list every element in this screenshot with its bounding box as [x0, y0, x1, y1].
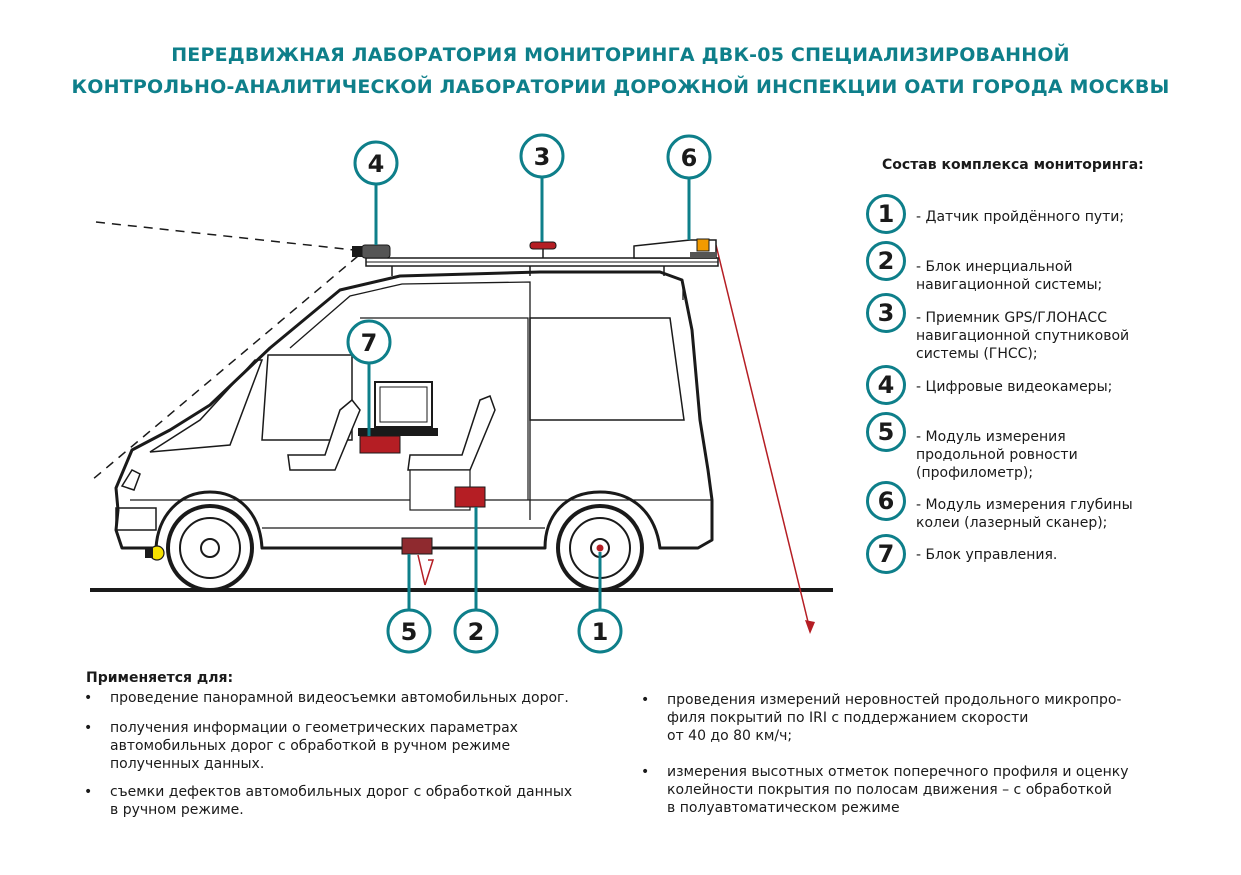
usage-title: Применяется для: — [86, 670, 234, 686]
callout-4: 4 — [353, 140, 399, 186]
control-unit — [359, 435, 401, 454]
callout-6: 6 — [666, 134, 712, 180]
callout-2-label: 2 — [468, 618, 485, 646]
title-line-2: КОНТРОЛЬНО-АНАЛИТИЧЕСКОЙ ЛАБОРАТОРИИ ДОР… — [71, 76, 1170, 98]
camera-lens — [352, 246, 362, 257]
callout-3: 3 — [519, 133, 565, 179]
camera-view-line-bottom — [91, 255, 359, 481]
legend-text: - Модуль измерения глубины колеи (лазерн… — [916, 497, 1133, 531]
legend-text: - Приемник GPS/ГЛОНАСС навигационной спу… — [916, 310, 1130, 362]
callout-7: 7 — [346, 319, 392, 365]
callout-2: 2 — [453, 608, 499, 654]
side-window-rear — [529, 317, 685, 421]
callout-6-label: 6 — [681, 144, 698, 172]
usage-left-item-2: получения информации о геометрических па… — [84, 719, 518, 773]
laser-scan-line — [715, 244, 811, 631]
legend-number: 3 — [866, 293, 906, 333]
sliding-door — [360, 317, 529, 500]
callout-5-label: 5 — [401, 618, 418, 646]
legend-title: Состав комплекса мониторинга: — [882, 157, 1144, 173]
laser-scanner-base — [690, 252, 716, 258]
callout-3-label: 3 — [534, 143, 551, 171]
windshield — [149, 359, 264, 453]
callout-1-label: 1 — [592, 618, 609, 646]
front-bumper — [115, 507, 157, 531]
monitor-screen — [379, 386, 428, 423]
gnss-antenna — [529, 241, 557, 250]
legend-number: 5 — [866, 412, 906, 452]
callout-7-label: 7 — [361, 329, 378, 357]
profilometer-beam-2 — [417, 554, 426, 586]
legend-number: 4 — [866, 365, 906, 405]
rear-wheel — [556, 504, 644, 592]
laser-scan-arrow — [805, 620, 815, 634]
legend-text: - Блок инерциальной навигационной систем… — [916, 259, 1103, 293]
callout-4-label: 4 — [368, 150, 385, 178]
legend-text: - Модуль измерения продольной ровности (… — [916, 429, 1078, 481]
usage-right-item-2: измерения высотных отметок поперечного п… — [641, 763, 1129, 817]
laser-scanner-light — [696, 238, 710, 252]
side-window-front — [261, 354, 353, 441]
headlight — [120, 469, 141, 491]
legend-number: 2 — [866, 241, 906, 281]
legend-text: - Цифровые видеокамеры; — [916, 379, 1113, 395]
legend-number: 6 — [866, 481, 906, 521]
legend-number: 7 — [866, 534, 906, 574]
usage-left-item-3: съемки дефектов автомобильных дорог с об… — [84, 783, 572, 819]
yellow-sensor-mount — [145, 548, 153, 558]
passenger-seat — [407, 395, 496, 471]
profilometer-beams — [424, 559, 435, 586]
camera-body — [361, 244, 391, 259]
usage-right-item-1: проведения измерений неровностей продоль… — [641, 691, 1122, 745]
callout-1: 1 — [577, 608, 623, 654]
profilometer — [401, 537, 433, 555]
legend-number: 1 — [866, 194, 906, 234]
inertial-block — [454, 486, 486, 508]
usage-left-item-1: проведение панорамной видеосъемки автомо… — [84, 689, 569, 707]
camera-view-line-top — [95, 221, 355, 251]
callout-5: 5 — [386, 608, 432, 654]
driver-seat — [287, 398, 361, 471]
front-wheel — [166, 504, 254, 592]
desk — [358, 428, 438, 436]
legend-text: - Датчик пройдённого пути; — [916, 209, 1125, 225]
title-line-1: ПЕРЕДВИЖНАЯ ЛАБОРАТОРИЯ МОНИТОРИНГА ДВК-… — [171, 44, 1070, 66]
legend-text: - Блок управления. — [916, 547, 1058, 563]
